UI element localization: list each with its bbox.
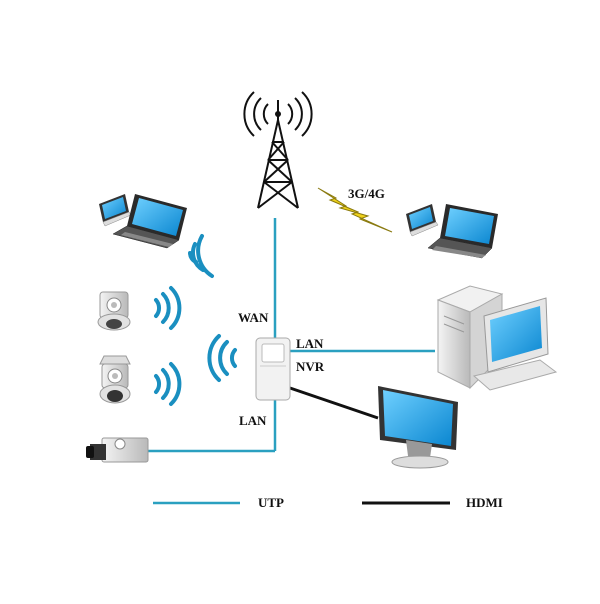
dome-camera-icon — [97, 291, 131, 331]
legend-hdmi-label: HDMI — [466, 495, 503, 510]
wifi-waves — [154, 234, 237, 406]
nvr-label: NVR — [296, 359, 325, 374]
legend-utp-label: UTP — [258, 495, 284, 510]
wifi-icon-camera2 — [154, 362, 182, 406]
box-camera-icon — [86, 437, 149, 463]
cell-tower — [243, 91, 313, 209]
hdmi-line-nvr-monitor — [289, 386, 379, 420]
lightning-icon — [317, 187, 393, 233]
wifi-icon-laptop — [188, 234, 214, 278]
laptop-tablet-right — [406, 204, 498, 259]
wifi-icon-nvr — [207, 334, 237, 382]
lan-right-label: LAN — [296, 336, 324, 351]
desktop-pc-icon — [436, 285, 558, 391]
nvr-device — [255, 337, 291, 401]
hdmi-monitor-icon — [378, 386, 458, 469]
tablet-icon-right — [406, 204, 439, 237]
tablet-icon — [99, 194, 132, 227]
wan-label: WAN — [238, 310, 269, 325]
laptop-icon — [112, 194, 187, 249]
wifi-icon-camera1 — [154, 286, 182, 330]
ptz-camera-icon — [99, 355, 131, 404]
laptop-tablet-left — [99, 194, 187, 249]
laptop-icon-right — [427, 204, 498, 259]
lan-bottom-label: LAN — [239, 413, 267, 428]
connection-lines — [148, 218, 435, 453]
cellular-label: 3G/4G — [348, 186, 385, 201]
